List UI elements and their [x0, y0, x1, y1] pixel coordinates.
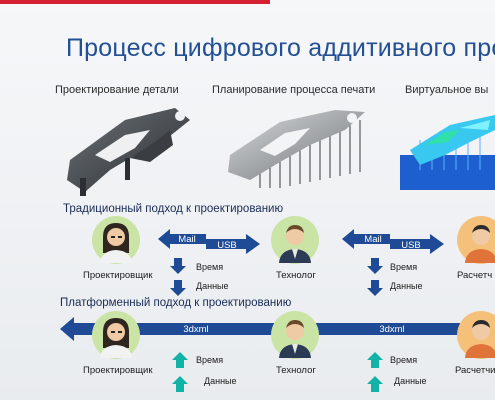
- arrow-down-icon: [367, 258, 383, 296]
- person-avatar-female-icon: [92, 311, 140, 359]
- person-avatar-male-icon: [271, 216, 319, 264]
- arrow-up-icon: [172, 352, 188, 392]
- stage-caption-virtual: Виртуальное вы: [405, 84, 489, 96]
- role-designer-label: Проектировщик: [83, 365, 153, 376]
- person-avatar-male-icon: [457, 311, 495, 359]
- time-label-4: Время: [390, 355, 418, 365]
- person-avatar-male-icon: [457, 216, 495, 264]
- data-label-3: Данные: [204, 376, 237, 386]
- usb-label-1: USB: [217, 240, 237, 251]
- mail-label-2: Mail: [364, 234, 382, 245]
- time-label-1: Время: [196, 262, 224, 272]
- usb-label-2: USB: [401, 240, 421, 251]
- part-simulation-image: [400, 115, 495, 190]
- person-avatar-female-icon: [92, 216, 140, 264]
- role-analyst-label: Расчетч: [457, 270, 493, 281]
- mail-usb-arrows-2: [342, 229, 444, 254]
- person-avatar-male-icon: [271, 311, 319, 359]
- arrow-left-icon: [342, 229, 390, 249]
- data-label-4: Данные: [394, 376, 427, 386]
- platform-heading: Платформенный подход к проектированию: [60, 297, 292, 309]
- time-label-3: Время: [196, 355, 224, 365]
- role-analyst-label: Расчетчи: [455, 365, 495, 376]
- arrow-right-icon: [206, 234, 260, 254]
- stage-caption-design: Проектирование детали: [55, 84, 179, 96]
- mail-usb-arrows-1: [158, 229, 260, 254]
- arrow-left-icon: [158, 229, 206, 249]
- stage-caption-planning: Планирование процесса печати: [212, 84, 376, 96]
- part-planning-image: [228, 110, 365, 188]
- role-designer-label: Проектировщик: [83, 270, 153, 281]
- part-design-image: [67, 108, 190, 196]
- role-technologist-label: Технолог: [276, 365, 316, 376]
- mail-label-1: Mail: [178, 234, 196, 245]
- format-label-1: 3dxml: [183, 324, 209, 335]
- data-label-2: Данные: [390, 281, 423, 291]
- slide-title: Процесс цифрового аддитивного про: [66, 34, 495, 62]
- data-label-1: Данные: [196, 281, 229, 291]
- arrow-right-icon: [390, 234, 444, 254]
- arrow-down-icon: [170, 258, 186, 296]
- role-technologist-label: Технолог: [276, 270, 316, 281]
- traditional-heading: Традиционный подход к проектированию: [63, 203, 284, 215]
- time-label-2: Время: [390, 262, 418, 272]
- accent-bar: [0, 0, 270, 4]
- arrow-up-icon: [367, 352, 383, 392]
- format-label-2: 3dxml: [379, 324, 405, 335]
